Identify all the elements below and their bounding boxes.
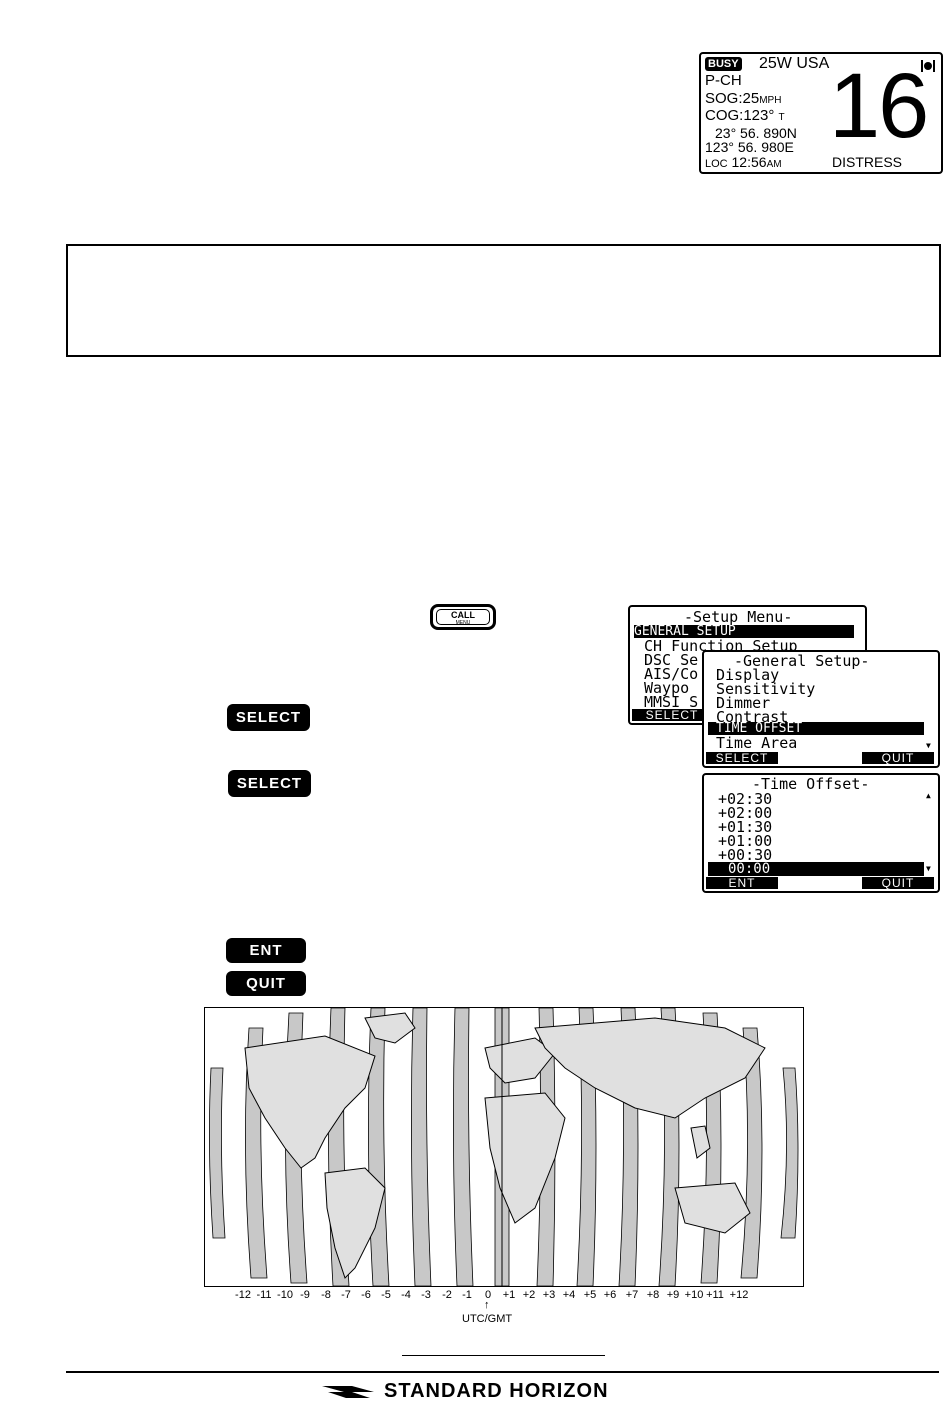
power-region: 25W USA: [759, 55, 830, 72]
sog-value: SOG:25: [705, 90, 760, 107]
tick-label: -7: [341, 1289, 351, 1301]
tick-label: -9: [300, 1289, 310, 1301]
time-offset-title: -Time Offset-: [752, 775, 870, 793]
utc-arrow-icon: ↑: [484, 1299, 490, 1311]
call-menu-key[interactable]: CALL MENU: [430, 604, 496, 630]
time-offset-item[interactable]: +02:00: [718, 804, 773, 822]
tick-label: +3: [542, 1289, 556, 1301]
footer-rule: [66, 1371, 939, 1373]
time-zone-map-graphic: [209, 1008, 799, 1286]
longitude-readout: 123° 56. 980E: [705, 139, 794, 155]
tick-label: -3: [421, 1289, 431, 1301]
scroll-down-icon: ▼: [926, 741, 931, 750]
time-offset-item[interactable]: +01:30: [718, 818, 773, 836]
sog-readout: SOG:25MPH: [705, 91, 781, 106]
channel-number: 16: [829, 55, 929, 157]
setup-menu-item-dsc[interactable]: DSC Se: [644, 651, 699, 669]
general-setup-item-contrast[interactable]: Contrast: [716, 708, 789, 726]
general-setup-title: -General Setup-: [734, 652, 870, 670]
cog-value: COG:123°: [705, 107, 775, 124]
general-setup-quit-softkey[interactable]: QUIT: [862, 751, 934, 765]
setup-menu-item-ch-function[interactable]: CH Function Setup: [644, 637, 798, 655]
general-setup-screen: -General Setup- Display Sensitivity Dimm…: [702, 650, 940, 768]
setup-menu-item-general-setup[interactable]: GENERAL SETUP: [634, 625, 854, 638]
busy-badge: BUSY: [705, 57, 742, 71]
cog-readout: COG:123° T: [705, 108, 785, 123]
time-offset-quit-softkey[interactable]: QUIT: [862, 876, 934, 890]
time-offset-item[interactable]: +00:30: [718, 846, 773, 864]
gps-fix-icon: [921, 57, 935, 72]
select-button-step-2[interactable]: SELECT: [228, 770, 311, 797]
tick-label: +4: [562, 1289, 576, 1301]
scroll-down-icon: ▼: [926, 864, 931, 873]
time-offset-item[interactable]: +01:00: [718, 832, 773, 850]
distress-label: DISTRESS: [832, 154, 903, 170]
tick-label: -2: [442, 1289, 452, 1301]
tick-label: +2: [522, 1289, 536, 1301]
tick-label: -8: [321, 1289, 331, 1301]
tick-label: +12: [729, 1289, 749, 1301]
local-time-readout: LOC 12:56AM: [705, 155, 782, 170]
mode-label: P-CH: [705, 72, 742, 89]
setup-menu-select-softkey[interactable]: SELECT: [632, 708, 712, 722]
menu-key-label: MENU: [455, 620, 471, 626]
setup-menu-item-ais[interactable]: AIS/Co: [644, 665, 699, 683]
tick-label: -4: [401, 1289, 411, 1301]
brand-name: STANDARD HORIZON: [384, 1380, 609, 1402]
radio-status-display: BUSY 25W USA P-CH SOG:25MPH COG:123° T 2…: [699, 52, 943, 174]
time-offset-item[interactable]: +02:30: [718, 790, 773, 808]
utc-gmt-label: UTC/GMT: [462, 1313, 513, 1325]
general-setup-item-sensitivity[interactable]: Sensitivity: [716, 680, 816, 698]
time-offset-ent-softkey[interactable]: ENT: [706, 876, 778, 890]
tick-label: +5: [583, 1289, 597, 1301]
time-prefix: LOC: [705, 158, 728, 170]
select-button-step-1[interactable]: SELECT: [227, 704, 310, 731]
tick-label: +7: [625, 1289, 639, 1301]
call-key-label: CALL: [451, 610, 475, 620]
cog-unit: T: [778, 112, 785, 123]
quit-button[interactable]: QUIT: [226, 971, 306, 996]
setup-menu-item-waypoint[interactable]: Waypo: [644, 679, 690, 697]
tick-label: -11: [256, 1289, 272, 1301]
tick-label: -10: [277, 1289, 293, 1301]
time-value: 12:56: [731, 154, 767, 170]
tick-label: -12: [235, 1289, 251, 1301]
general-setup-item-time-area[interactable]: Time Area: [716, 734, 798, 752]
tick-label: +9: [666, 1289, 680, 1301]
brand-logo-icon: [322, 1384, 374, 1403]
general-setup-item-display[interactable]: Display: [716, 666, 780, 684]
time-offset-item-selected[interactable]: 00:00: [708, 862, 924, 876]
latitude-readout: 23° 56. 890N: [715, 125, 797, 141]
tick-label: +6: [603, 1289, 617, 1301]
sog-unit: MPH: [759, 95, 782, 106]
general-setup-item-dimmer[interactable]: Dimmer: [716, 694, 771, 712]
ent-button[interactable]: ENT: [226, 938, 306, 963]
tick-label: -1: [462, 1289, 472, 1301]
setup-menu-title: -Setup Menu-: [684, 608, 793, 626]
general-setup-item-time-offset[interactable]: TIME OFFSET: [708, 722, 924, 735]
tick-label: +10: [684, 1289, 704, 1301]
tick-label: 0: [484, 1289, 492, 1301]
scroll-up-icon: ▲: [926, 791, 931, 800]
world-time-zone-map: [204, 1007, 804, 1287]
tick-label: +11: [706, 1289, 724, 1301]
note-box: [66, 244, 941, 357]
footnote-rule: [402, 1355, 605, 1356]
tick-label: +1: [502, 1289, 516, 1301]
tick-label: +8: [646, 1289, 660, 1301]
time-suffix: AM: [766, 159, 782, 170]
time-offset-screen: -Time Offset- ▲ +02:30 +02:00 +01:30 +01…: [702, 773, 940, 893]
general-setup-select-softkey[interactable]: SELECT: [706, 751, 778, 765]
tick-label: -5: [381, 1289, 391, 1301]
setup-menu-item-mmsi[interactable]: MMSI S: [644, 693, 699, 711]
tick-label: -6: [361, 1289, 371, 1301]
